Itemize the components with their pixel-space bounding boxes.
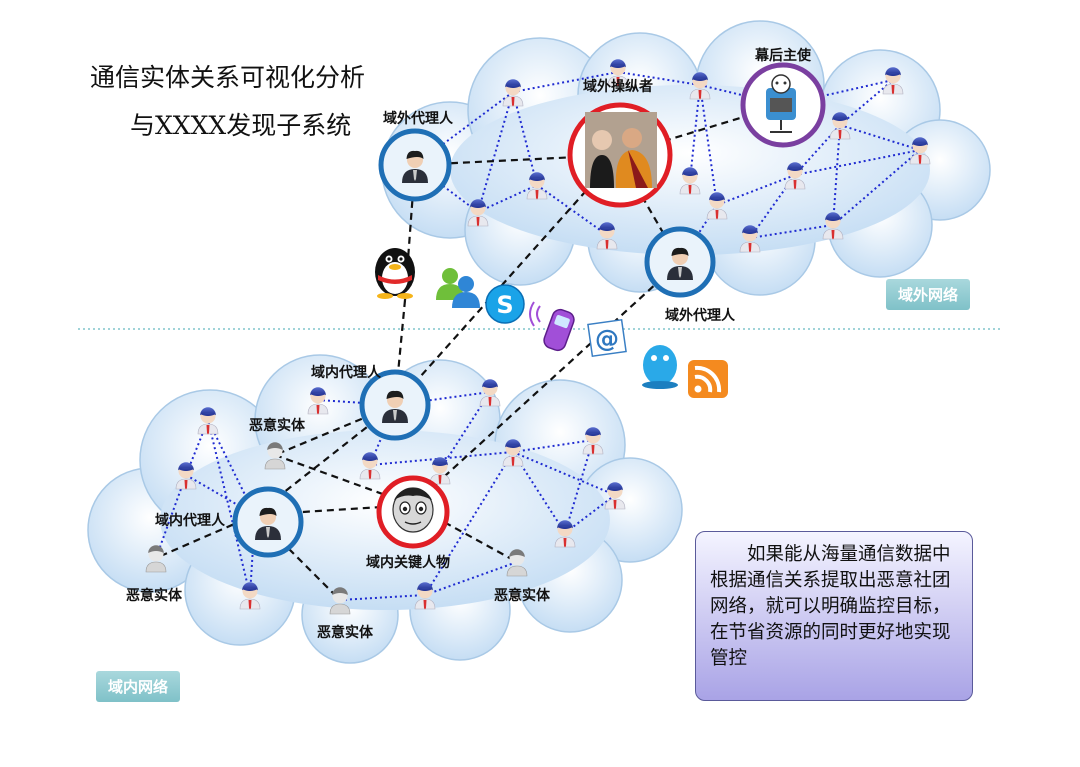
svg-text:S: S — [496, 291, 513, 319]
title-line-2: 与XXXX发现子系统 — [130, 111, 352, 140]
domestic-network-tag: 域内网络 — [96, 671, 181, 702]
description-box: 如果能从海量通信数据中根据通信关系提取出恶意社团网络，就可以明确监控目标，在节省… — [695, 531, 973, 701]
label-malicious-4: 恶意实体 — [494, 587, 551, 604]
label-domestic-agent-2: 域内代理人 — [155, 512, 226, 529]
label-malicious-3: 恶意实体 — [317, 624, 374, 641]
domestic-agent-2-node — [232, 486, 304, 558]
title-line-1: 通信实体关系可视化分析 — [90, 63, 366, 92]
foreign-network-tag: 域外网络 — [886, 279, 971, 310]
label-curtain-master: 幕后主使 — [754, 47, 812, 64]
label-malicious-2: 恶意实体 — [126, 587, 183, 604]
label-key-person: 域内关键人物 — [366, 554, 450, 571]
foreign-agent-2-node — [644, 226, 716, 298]
rss-icon — [688, 360, 728, 398]
label-malicious-1: 恶意实体 — [249, 417, 306, 434]
qq-penguin-icon — [375, 248, 415, 299]
photo-icon — [585, 112, 657, 188]
label-foreign-agent-2: 域外代理人 — [665, 307, 736, 324]
domestic-agent-1-node — [359, 369, 431, 441]
foreign-manipulator-node — [567, 102, 673, 208]
curtain-master-node — [740, 62, 826, 148]
key-person-node — [376, 475, 450, 549]
chair-person-icon — [766, 74, 796, 133]
msn-icon — [436, 268, 480, 308]
skype-icon: S — [485, 284, 525, 324]
label-foreign-manipulator: 域外操纵者 — [583, 78, 653, 95]
email-icon: @ — [587, 318, 627, 358]
mobile-phone-icon — [529, 301, 575, 352]
ghost-face-icon — [392, 487, 434, 533]
svg-text:@: @ — [595, 325, 619, 353]
label-foreign-agent-1: 域外代理人 — [383, 110, 454, 127]
foreign-agent-1-node — [378, 128, 452, 202]
label-domestic-agent-1: 域内代理人 — [311, 364, 382, 381]
qq-icon — [642, 345, 678, 389]
